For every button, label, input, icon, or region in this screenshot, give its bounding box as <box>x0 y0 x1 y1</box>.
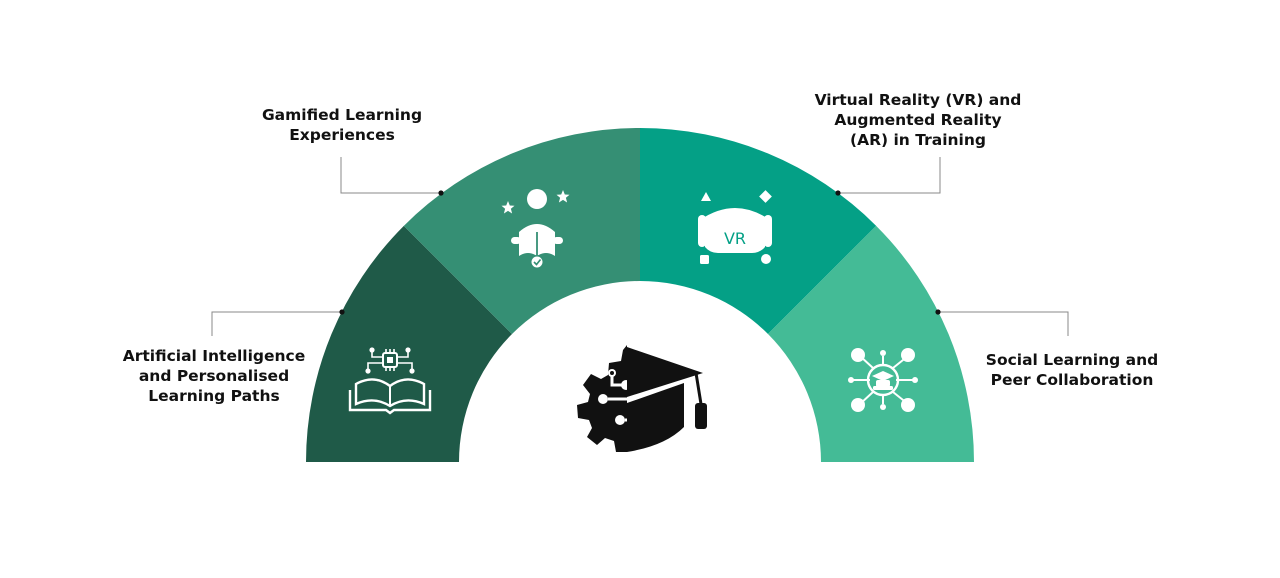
network-graduate-icon <box>848 348 918 412</box>
label-vr-line-3: (AR) in Training <box>849 131 986 149</box>
label-ai: Artificial Intelligence and Personalised… <box>104 346 324 406</box>
label-vr: Virtual Reality (VR) and Augmented Reali… <box>788 90 1048 150</box>
label-ai-line-3: Learning Paths <box>148 387 280 405</box>
connector-social <box>935 309 1069 336</box>
label-gamified-line-2: Experiences <box>289 126 395 144</box>
connector-gamified <box>340 157 444 196</box>
label-social-line-2: Peer Collaboration <box>990 371 1154 389</box>
reader-stars-icon <box>501 189 570 269</box>
label-ai-line-2: and Personalised <box>138 367 290 385</box>
label-social-line-1: Social Learning and <box>985 351 1159 369</box>
book-circuit-icon <box>348 347 432 415</box>
label-ai-line-1: Artificial Intelligence <box>122 347 306 365</box>
gear-graduation-cap-icon <box>577 345 707 452</box>
vr-icon-text: VR <box>724 229 746 248</box>
label-gamified-line-1: Gamified Learning <box>261 106 423 124</box>
vr-headset-icon: VR <box>698 190 772 264</box>
label-social: Social Learning and Peer Collaboration <box>962 350 1182 390</box>
label-vr-line-1: Virtual Reality (VR) and <box>814 91 1022 109</box>
connector-ai <box>211 309 345 336</box>
segment-social <box>767 225 974 462</box>
connector-vr <box>835 157 941 196</box>
label-gamified: Gamified Learning Experiences <box>252 105 432 145</box>
label-vr-line-2: Augmented Reality <box>834 111 1002 129</box>
